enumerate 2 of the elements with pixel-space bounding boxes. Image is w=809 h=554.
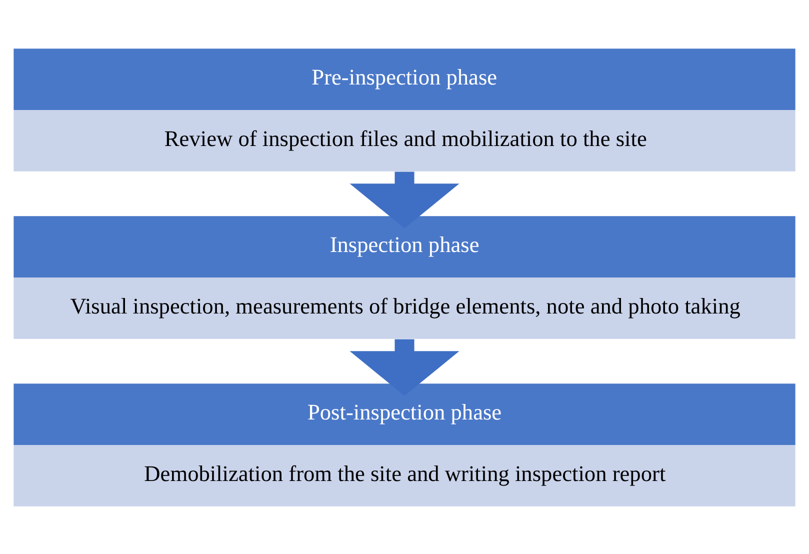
- arrow: [350, 171, 460, 228]
- arrow: [350, 338, 460, 396]
